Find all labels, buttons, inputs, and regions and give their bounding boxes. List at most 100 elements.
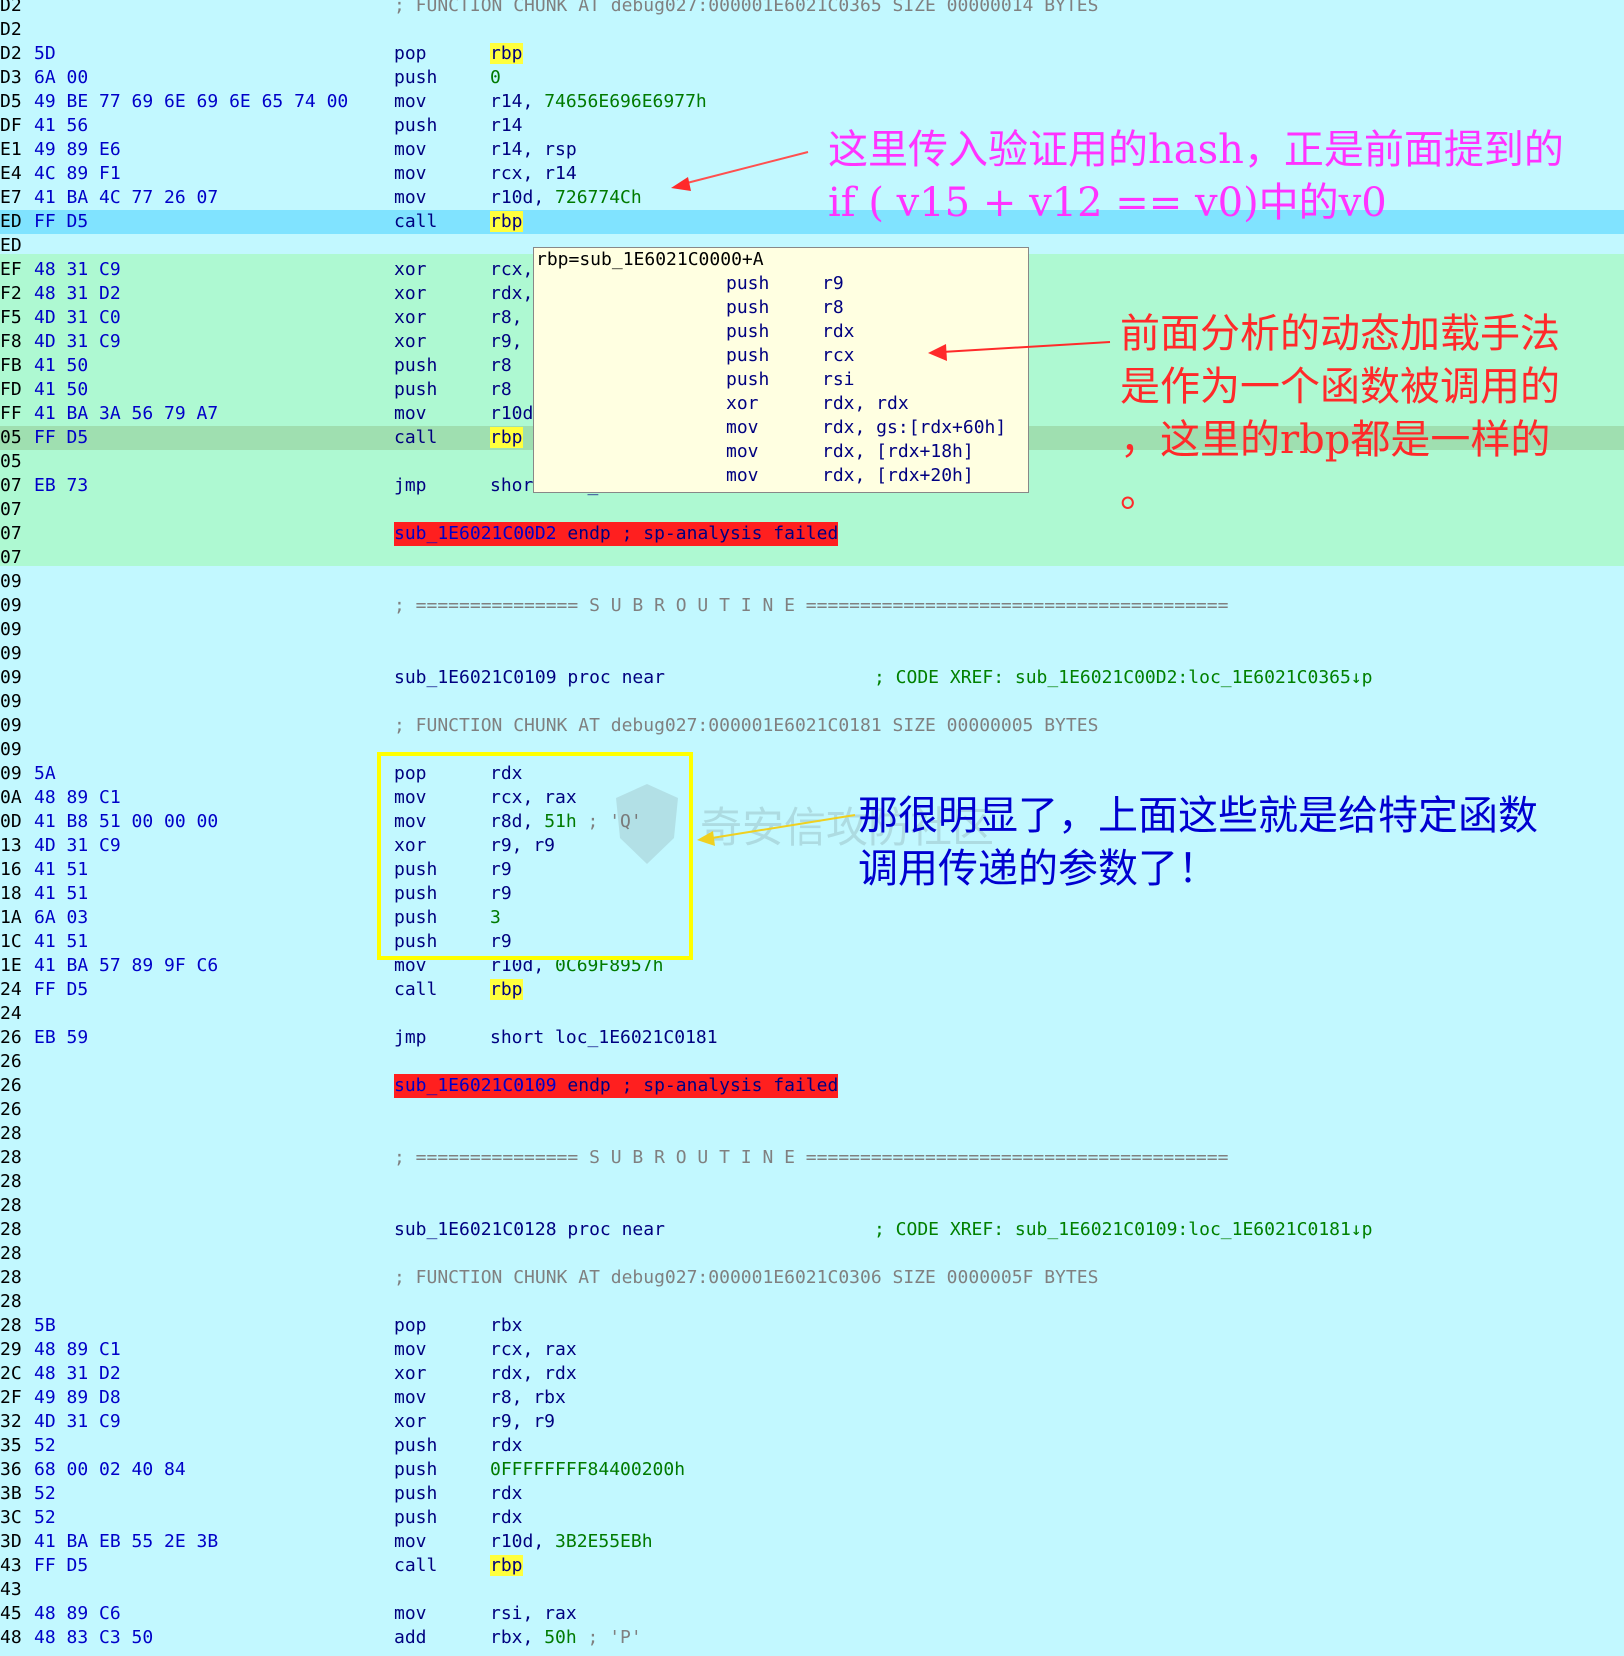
operand[interactable]: r9 — [490, 930, 512, 954]
proc-name[interactable]: sub_1E6021C0128 — [394, 1219, 557, 1240]
disasm-line[interactable]: 28 — [0, 1194, 1624, 1218]
operand[interactable]: r8, rbx — [490, 1386, 566, 1410]
proc-name[interactable]: sub_1E6021C0109 — [394, 667, 557, 688]
operand[interactable]: r8d, 51h ; 'Q' — [490, 810, 642, 834]
code-xref[interactable]: ; CODE XREF: sub_1E6021C0109:loc_1E6021C… — [874, 1219, 1373, 1240]
operand[interactable]: r9 — [490, 882, 512, 906]
operand[interactable]: rbx, 50h ; 'P' — [490, 1626, 642, 1650]
disasm-line[interactable]: 09 — [0, 738, 1624, 762]
operand[interactable]: rbp — [490, 978, 523, 1002]
operand[interactable]: r8 — [490, 354, 512, 378]
disasm-line[interactable]: 07 — [0, 498, 1624, 522]
operand[interactable]: r8 — [490, 378, 512, 402]
operand[interactable]: r14, rsp — [490, 138, 577, 162]
disasm-line[interactable]: 28 — [0, 1122, 1624, 1146]
operand[interactable]: r14 — [490, 114, 523, 138]
operand[interactable]: rbp — [490, 1554, 523, 1578]
operand[interactable]: rbx — [490, 1314, 523, 1338]
disasm-line[interactable]: 26 — [0, 1050, 1624, 1074]
operand[interactable]: r14, 74656E696E6977h — [490, 90, 707, 114]
operand[interactable]: r10d, 0C69F8957h — [490, 954, 663, 978]
operand[interactable]: rdx — [490, 1434, 523, 1458]
operand[interactable]: 3 — [490, 906, 501, 930]
disasm-line[interactable]: 09; =============== S U B R O U T I N E … — [0, 594, 1624, 618]
endp-name[interactable]: sub_1E6021C0109 — [394, 1075, 557, 1096]
disasm-line[interactable]: 09 — [0, 642, 1624, 666]
operand[interactable]: rbp — [490, 210, 523, 234]
operand[interactable]: r10d, 3B2E55EBh — [490, 1530, 653, 1554]
disasm-line[interactable]: 09; FUNCTION CHUNK AT debug027:000001E60… — [0, 714, 1624, 738]
operand[interactable]: r9, r9 — [490, 1410, 555, 1434]
disasm-line[interactable]: 24 — [0, 1002, 1624, 1026]
code-xref[interactable]: ; CODE XREF: sub_1E6021C00D2:loc_1E6021C… — [874, 667, 1373, 688]
operand[interactable]: rcx, rax — [490, 786, 577, 810]
disasm-line[interactable]: 26 — [0, 1098, 1624, 1122]
operand[interactable]: 0FFFFFFFF84400200h — [490, 1458, 685, 1482]
disasm-line[interactable]: 28; FUNCTION CHUNK AT debug027:000001E60… — [0, 1266, 1624, 1290]
operand[interactable]: rdx — [490, 1482, 523, 1506]
disasm-line[interactable]: 05 — [0, 450, 1624, 474]
operand[interactable]: short loc_1E6021C0181 — [490, 1026, 718, 1050]
operand[interactable]: rdx — [490, 1506, 523, 1530]
disasm-line[interactable]: 09 — [0, 618, 1624, 642]
operand[interactable]: rbp — [490, 426, 523, 450]
endp-name[interactable]: sub_1E6021C00D2 — [394, 523, 557, 544]
operand[interactable]: rdx, rdx — [490, 1362, 577, 1386]
disasm-line[interactable]: D2; FUNCTION CHUNK AT debug027:000001E60… — [0, 0, 1624, 18]
disasm-line[interactable]: 28; =============== S U B R O U T I N E … — [0, 1146, 1624, 1170]
operand[interactable]: rbp — [490, 42, 523, 66]
operand[interactable]: r9, r9 — [490, 834, 555, 858]
operand[interactable]: r10d, 726774Ch — [490, 186, 642, 210]
disasm-line[interactable]: 07 — [0, 546, 1624, 570]
disasm-line[interactable]: 28 — [0, 1242, 1624, 1266]
disasm-line[interactable]: 09 — [0, 690, 1624, 714]
disasm-line[interactable]: 43 — [0, 1578, 1624, 1602]
disasm-line[interactable]: ED — [0, 234, 1624, 258]
operand[interactable]: rcx, r14 — [490, 162, 577, 186]
operand[interactable]: rcx, rax — [490, 1338, 577, 1362]
operand[interactable]: rdx — [490, 762, 523, 786]
operand[interactable]: r9 — [490, 858, 512, 882]
disasm-line[interactable]: 28 — [0, 1170, 1624, 1194]
operand[interactable]: 0 — [490, 66, 501, 90]
operand[interactable]: rsi, rax — [490, 1602, 577, 1626]
